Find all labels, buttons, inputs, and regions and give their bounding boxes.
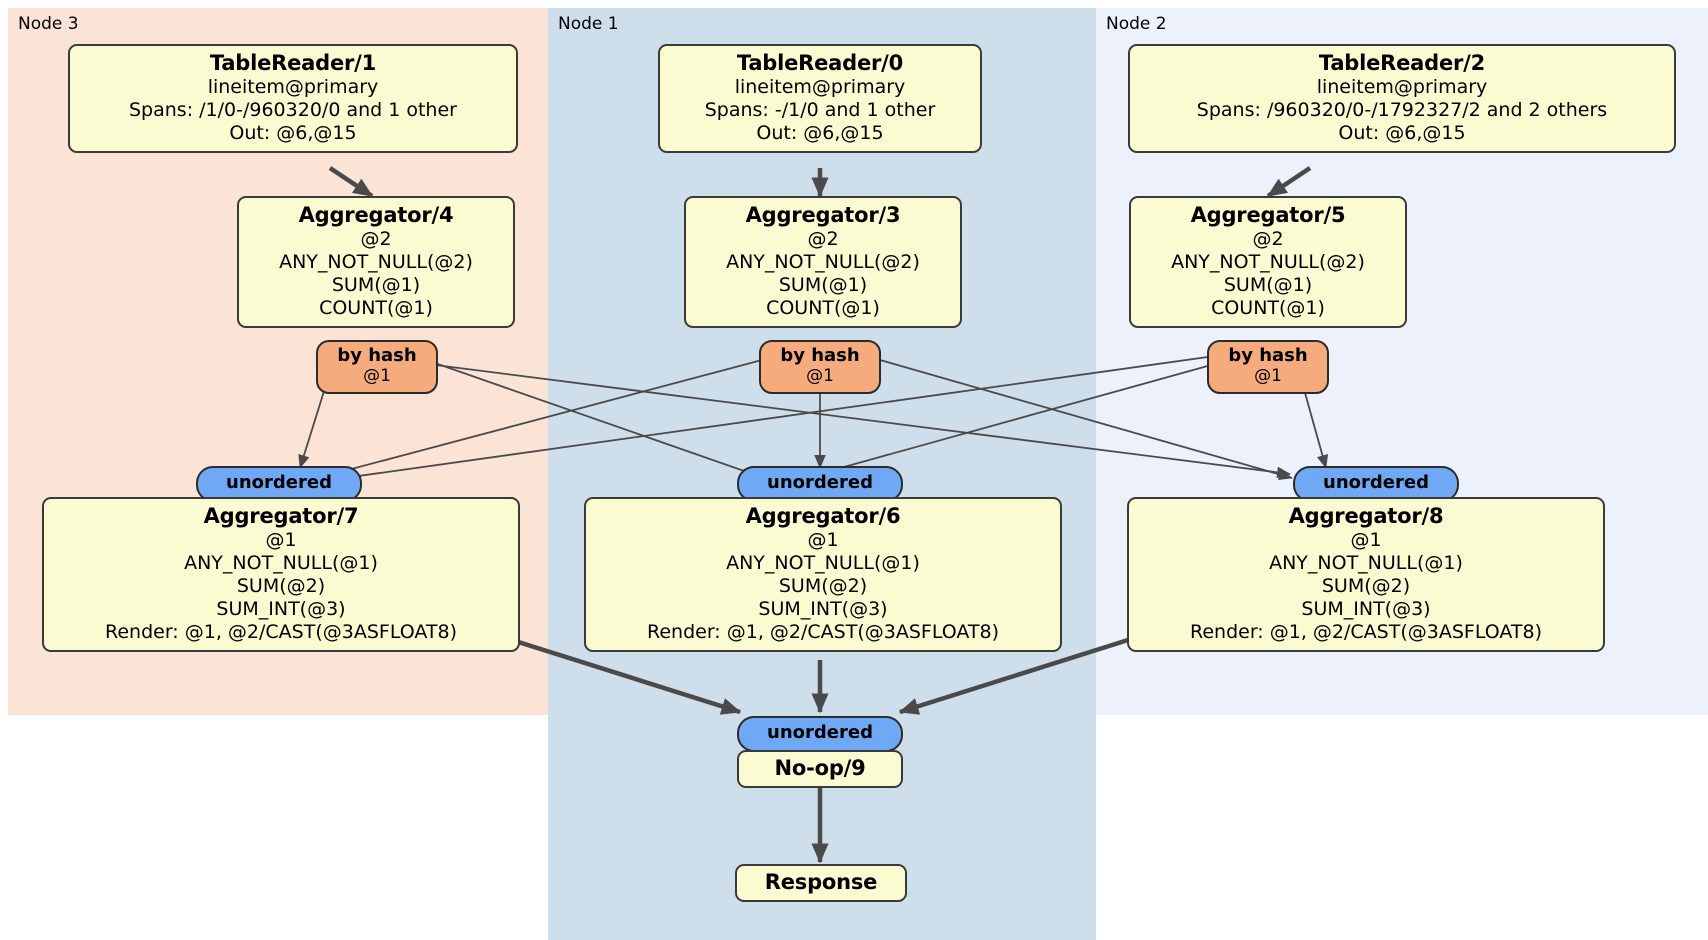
processor-title: Aggregator/7 <box>203 504 359 528</box>
processor-tablereader-1[interactable]: TableReader/1 lineitem@primary Spans: /1… <box>68 44 518 154</box>
processor-detail-line: ANY_NOT_NULL(@2) <box>279 251 473 274</box>
processor-detail-line: Out: @6,@15 <box>229 122 357 145</box>
processor-detail-line: lineitem@primary <box>207 76 379 99</box>
processor-title: Aggregator/6 <box>745 504 901 528</box>
processor-response[interactable]: Response <box>735 864 907 903</box>
processor-detail-line: ANY_NOT_NULL(@1) <box>184 552 378 575</box>
synchronizer-unordered-node3[interactable]: unordered <box>196 466 362 502</box>
hash-router-node1[interactable]: by hash @1 <box>759 340 881 394</box>
processor-detail-line: Spans: /960320/0-/1792327/2 and 2 others <box>1196 99 1608 122</box>
processor-aggregator-6[interactable]: Aggregator/6 @1 ANY_NOT_NULL(@1) SUM(@2)… <box>584 497 1062 653</box>
processor-title: Aggregator/8 <box>1288 504 1444 528</box>
processor-detail-line: Render: @1, @2/CAST(@3ASFLOAT8) <box>647 621 999 644</box>
router-column-label: @1 <box>1254 365 1282 386</box>
processor-detail-line: Out: @6,@15 <box>1338 122 1466 145</box>
processor-detail-line: SUM_INT(@3) <box>216 598 346 621</box>
node-panel-label-node1: Node 1 <box>558 14 619 34</box>
processor-detail-line: ANY_NOT_NULL(@1) <box>726 552 920 575</box>
processor-detail-line: Out: @6,@15 <box>756 122 884 145</box>
processor-detail-line: ANY_NOT_NULL(@1) <box>1269 552 1463 575</box>
node-panel-label-node3: Node 3 <box>18 14 79 34</box>
processor-aggregator-8[interactable]: Aggregator/8 @1 ANY_NOT_NULL(@1) SUM(@2)… <box>1127 497 1605 653</box>
processor-detail-line: @1 <box>1350 529 1382 552</box>
synchronizer-unordered-node1[interactable]: unordered <box>737 466 903 502</box>
processor-detail-line: SUM(@1) <box>1223 274 1313 297</box>
processor-detail-line: SUM(@1) <box>331 274 421 297</box>
processor-detail-line: Spans: -/1/0 and 1 other <box>704 99 936 122</box>
processor-title: Response <box>764 870 878 894</box>
processor-detail-line: SUM(@2) <box>778 575 868 598</box>
processor-title: TableReader/1 <box>209 51 377 75</box>
router-type-label: by hash <box>780 345 860 366</box>
processor-detail-line: COUNT(@1) <box>1211 297 1325 320</box>
synchronizer-type-label: unordered <box>767 722 873 743</box>
processor-detail-line: COUNT(@1) <box>766 297 880 320</box>
node-panel-label-node2: Node 2 <box>1106 14 1167 34</box>
processor-tablereader-2[interactable]: TableReader/2 lineitem@primary Spans: /9… <box>1128 44 1676 154</box>
processor-detail-line: @2 <box>1252 228 1284 251</box>
processor-detail-line: lineitem@primary <box>734 76 906 99</box>
processor-detail-line: @1 <box>265 529 297 552</box>
processor-detail-line: SUM_INT(@3) <box>758 598 888 621</box>
synchronizer-type-label: unordered <box>767 472 873 493</box>
router-column-label: @1 <box>363 365 391 386</box>
router-type-label: by hash <box>337 345 417 366</box>
processor-title: Aggregator/3 <box>745 203 901 227</box>
processor-title: No-op/9 <box>774 756 866 780</box>
processor-title: Aggregator/5 <box>1190 203 1346 227</box>
processor-detail-line: ANY_NOT_NULL(@2) <box>1171 251 1365 274</box>
router-column-label: @1 <box>806 365 834 386</box>
processor-aggregator-7[interactable]: Aggregator/7 @1 ANY_NOT_NULL(@1) SUM(@2)… <box>42 497 520 653</box>
processor-detail-line: Render: @1, @2/CAST(@3ASFLOAT8) <box>105 621 457 644</box>
processor-detail-line: Spans: /1/0-/960320/0 and 1 other <box>129 99 457 122</box>
processor-tablereader-0[interactable]: TableReader/0 lineitem@primary Spans: -/… <box>658 44 982 154</box>
processor-detail-line: SUM(@2) <box>1321 575 1411 598</box>
processor-aggregator-4[interactable]: Aggregator/4 @2 ANY_NOT_NULL(@2) SUM(@1)… <box>237 196 515 329</box>
processor-title: TableReader/0 <box>736 51 904 75</box>
processor-title: Aggregator/4 <box>298 203 454 227</box>
processor-detail-line: SUM(@1) <box>778 274 868 297</box>
processor-aggregator-3[interactable]: Aggregator/3 @2 ANY_NOT_NULL(@2) SUM(@1)… <box>684 196 962 329</box>
processor-noop-9[interactable]: No-op/9 <box>737 750 903 789</box>
synchronizer-unordered-final[interactable]: unordered <box>737 716 903 752</box>
router-type-label: by hash <box>1228 345 1308 366</box>
synchronizer-type-label: unordered <box>1323 472 1429 493</box>
processor-detail-line: @2 <box>807 228 839 251</box>
processor-aggregator-5[interactable]: Aggregator/5 @2 ANY_NOT_NULL(@2) SUM(@1)… <box>1129 196 1407 329</box>
hash-router-node2[interactable]: by hash @1 <box>1207 340 1329 394</box>
processor-title: TableReader/2 <box>1318 51 1486 75</box>
synchronizer-type-label: unordered <box>226 472 332 493</box>
processor-detail-line: Render: @1, @2/CAST(@3ASFLOAT8) <box>1190 621 1542 644</box>
processor-detail-line: COUNT(@1) <box>319 297 433 320</box>
hash-router-node3[interactable]: by hash @1 <box>316 340 438 394</box>
processor-detail-line: SUM(@2) <box>236 575 326 598</box>
processor-detail-line: @2 <box>360 228 392 251</box>
processor-detail-line: lineitem@primary <box>1316 76 1488 99</box>
processor-detail-line: @1 <box>807 529 839 552</box>
processor-detail-line: ANY_NOT_NULL(@2) <box>726 251 920 274</box>
processor-detail-line: SUM_INT(@3) <box>1301 598 1431 621</box>
